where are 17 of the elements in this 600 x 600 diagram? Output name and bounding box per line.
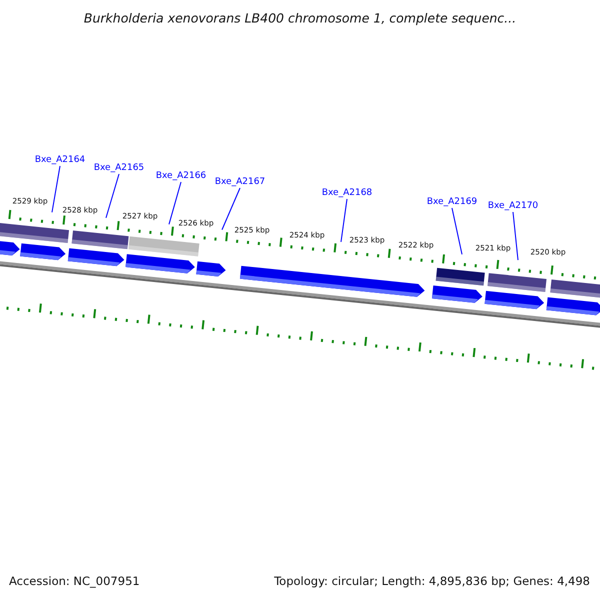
leader-line <box>106 174 120 218</box>
leader-line <box>52 166 60 213</box>
gene-label: Bxe_A2168 <box>322 188 372 198</box>
leader-line <box>340 198 348 242</box>
accession-text: Accession: NC_007951 <box>9 574 140 588</box>
leader-line <box>512 212 518 261</box>
gene-label: Bxe_A2167 <box>214 177 266 187</box>
gene-label: Bxe_A2169 <box>426 197 478 207</box>
leader-line <box>168 182 182 225</box>
gene-label: Bxe_A2165 <box>94 163 144 173</box>
gene-label: Bxe_A2164 <box>34 155 86 165</box>
title: Burkholderia xenovorans LB400 chromosome 1, complete sequenc... <box>84 10 516 26</box>
gene-label: Bxe_A2166 <box>156 171 206 181</box>
leader-line <box>222 188 240 230</box>
summary-text: Topology: circular; Length: 4,895,836 bp; Genes: 4,498 <box>274 574 590 588</box>
leader-line <box>452 208 462 255</box>
gene-label: Bxe_A2170 <box>488 201 538 211</box>
